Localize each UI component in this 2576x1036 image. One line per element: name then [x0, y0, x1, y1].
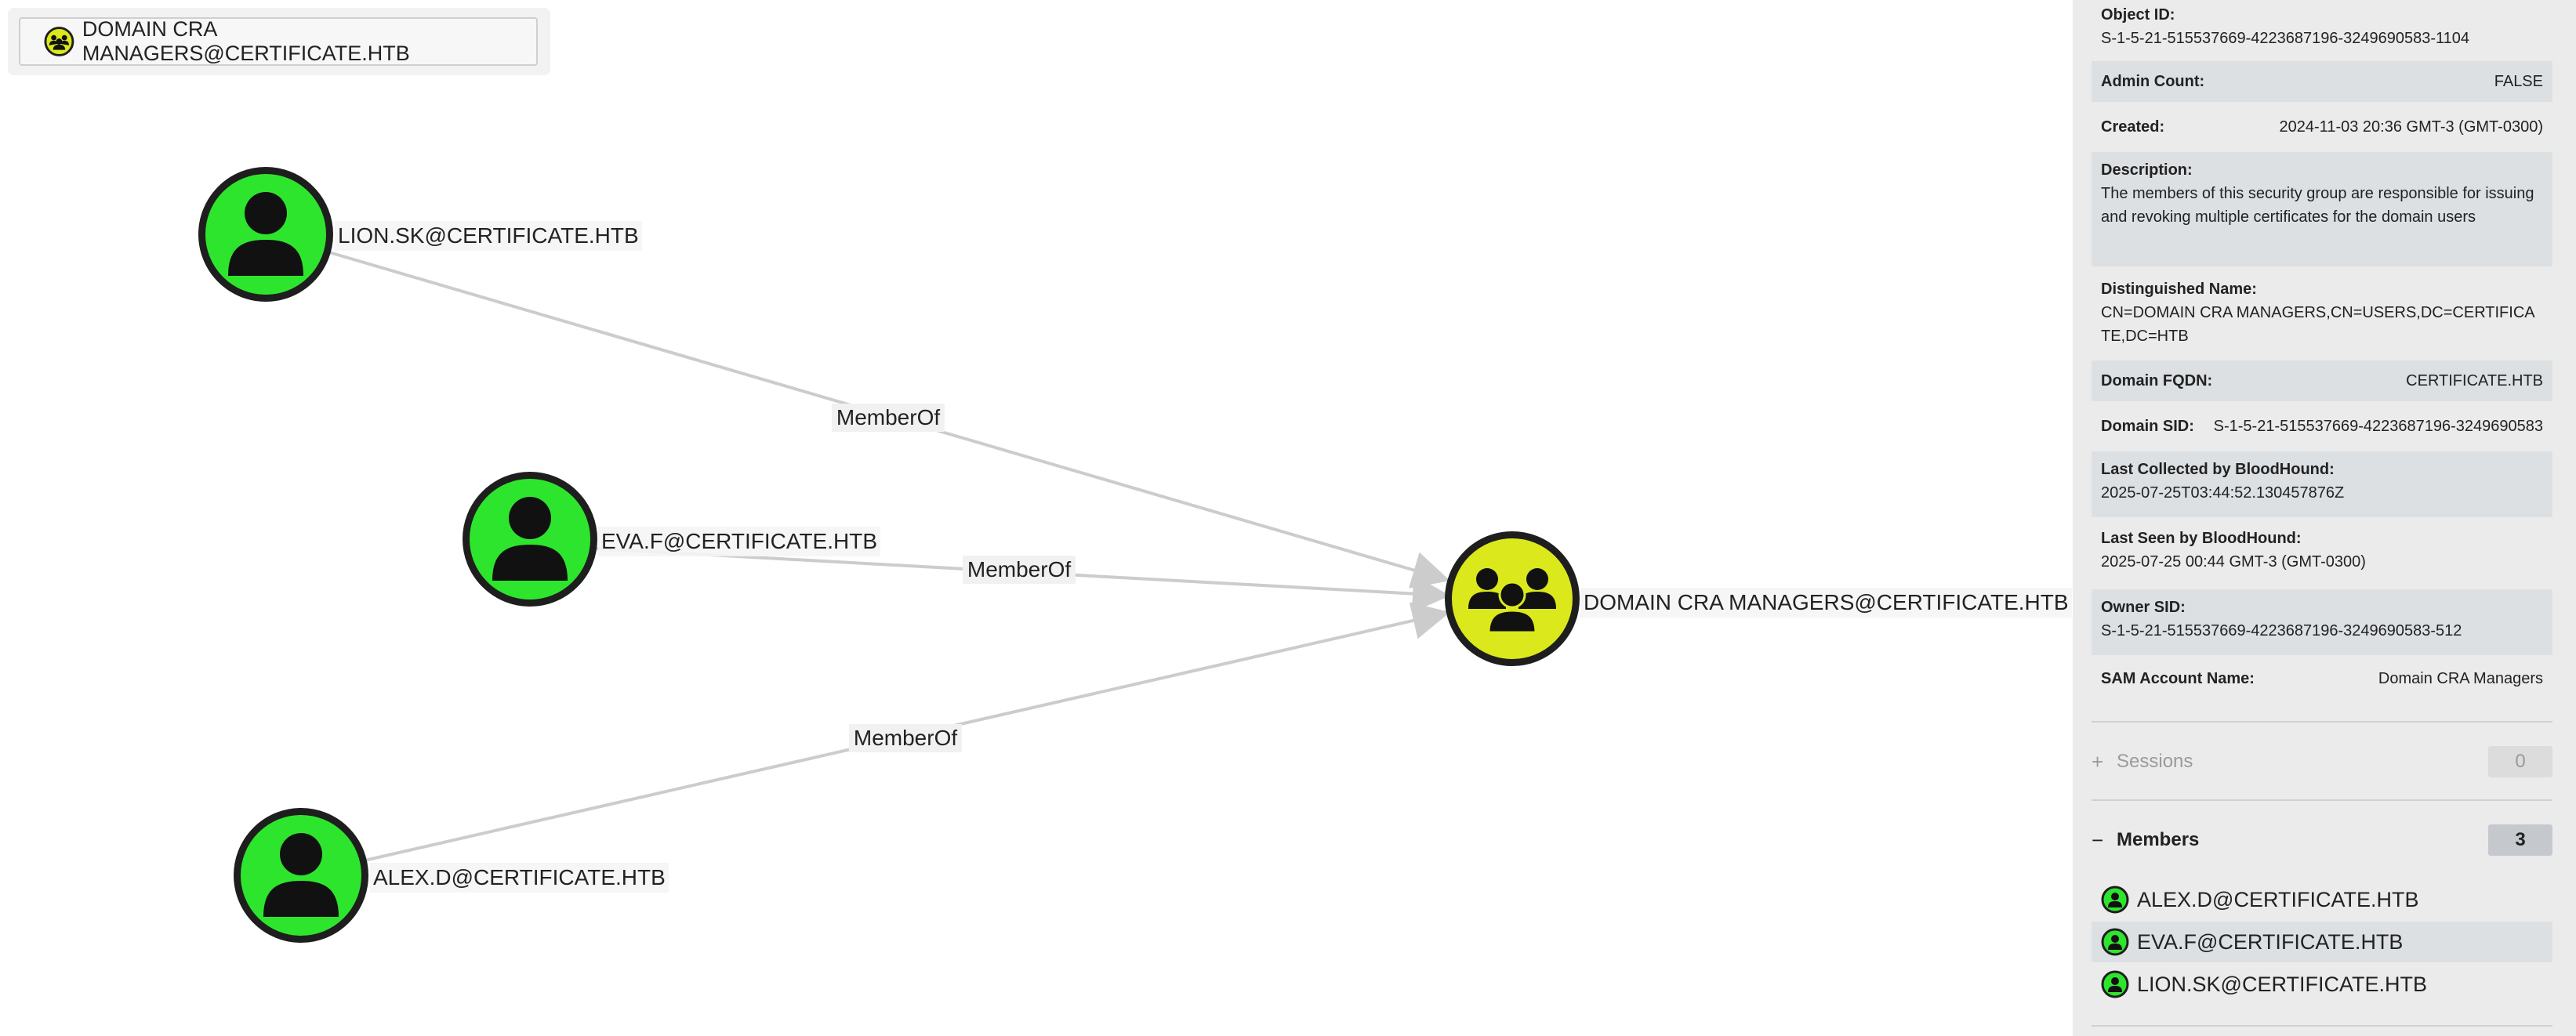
- prop-admin-count: Admin Count: FALSE: [2092, 61, 2552, 102]
- prop-last-seen: Last Seen by BloodHound: 2025-07-25 00:4…: [2092, 520, 2552, 586]
- user-icon: [2101, 928, 2129, 956]
- member-label: LION.SK@CERTIFICATE.HTB: [2137, 972, 2427, 996]
- prop-description: Description: The members of this securit…: [2092, 152, 2552, 266]
- search-value: DOMAIN CRA MANAGERS@CERTIFICATE.HTB: [82, 17, 410, 65]
- edge-label[interactable]: MemberOf: [848, 724, 963, 752]
- member-label: EVA.F@CERTIFICATE.HTB: [2137, 929, 2404, 954]
- divider: [2092, 721, 2552, 723]
- prop-key: Domain FQDN:: [2101, 372, 2213, 389]
- prop-key: Domain SID:: [2101, 418, 2194, 435]
- member-item[interactable]: LION.SK@CERTIFICATE.HTB: [2092, 964, 2552, 1005]
- node-label: EVA.F@CERTIFICATE.HTB: [598, 527, 881, 556]
- user-icon: [263, 833, 339, 917]
- prop-sam-account-name: SAM Account Name: Domain CRA Managers: [2092, 658, 2552, 699]
- user-node-circle[interactable]: [198, 167, 333, 302]
- prop-created: Created: 2024-11-03 20:36 GMT-3 (GMT-030…: [2092, 107, 2552, 147]
- sessions-title: Sessions: [2117, 751, 2193, 772]
- prop-value: 2025-07-25T03:44:52.130457876Z: [2101, 484, 2345, 502]
- prop-domain-sid: Domain SID: S-1-5-21-515537669-422368719…: [2092, 406, 2552, 447]
- prop-key: SAM Account Name:: [2101, 670, 2255, 687]
- user-icon: [228, 192, 303, 276]
- prop-key: Created:: [2101, 118, 2165, 136]
- node-label: DOMAIN CRA MANAGERS@CERTIFICATE.HTB: [1580, 588, 2072, 618]
- prop-key: Last Seen by BloodHound:: [2101, 530, 2302, 547]
- prop-value: FALSE: [2494, 73, 2543, 90]
- prop-value: The members of this security group are r…: [2101, 185, 2534, 226]
- group-icon: [1468, 568, 1556, 634]
- user-icon: [2101, 886, 2129, 914]
- search-container: DOMAIN CRA MANAGERS@CERTIFICATE.HTB: [8, 8, 550, 75]
- prop-distinguished-name: Distinguished Name: CN=DOMAIN CRA MANAGE…: [2092, 271, 2552, 353]
- graph-canvas[interactable]: MemberOf MemberOf MemberOf LION.SK@CERTI…: [0, 0, 2072, 1036]
- prop-owner-sid: Owner SID: S-1-5-21-515537669-4223687196…: [2092, 589, 2552, 655]
- prop-domain-fqdn: Domain FQDN: CERTIFICATE.HTB: [2092, 360, 2552, 401]
- prop-value: Domain CRA Managers: [2378, 670, 2543, 687]
- prop-value: S-1-5-21-515537669-4223687196-3249690583: [2213, 418, 2543, 435]
- node-label: ALEX.D@CERTIFICATE.HTB: [370, 863, 669, 893]
- group-icon: [44, 27, 74, 56]
- prop-value: S-1-5-21-515537669-4223687196-3249690583…: [2101, 622, 2462, 639]
- prop-key: Description:: [2101, 161, 2193, 179]
- prop-key: Last Collected by BloodHound:: [2101, 461, 2335, 478]
- members-count-badge: 3: [2488, 824, 2552, 856]
- prop-key: Distinguished Name:: [2101, 281, 2257, 298]
- prop-value: S-1-5-21-515537669-4223687196-3249690583…: [2101, 30, 2470, 47]
- user-icon: [2101, 970, 2129, 998]
- prop-key: Owner SID:: [2101, 599, 2186, 616]
- edge-label[interactable]: MemberOf: [831, 404, 945, 432]
- member-label: ALEX.D@CERTIFICATE.HTB: [2137, 887, 2419, 911]
- members-section-header[interactable]: − Members 3: [2092, 821, 2552, 859]
- prop-value: 2024-11-03 20:36 GMT-3 (GMT-0300): [2279, 118, 2543, 136]
- edge-label[interactable]: MemberOf: [962, 556, 1076, 584]
- member-item[interactable]: ALEX.D@CERTIFICATE.HTB: [2092, 879, 2552, 920]
- prop-value: CN=DOMAIN CRA MANAGERS,CN=USERS,DC=CERTI…: [2101, 304, 2535, 345]
- prop-key: Object ID:: [2101, 6, 2175, 24]
- user-node-circle[interactable]: [463, 472, 597, 607]
- prop-value: CERTIFICATE.HTB: [2406, 372, 2543, 389]
- group-node-circle[interactable]: [1445, 531, 1580, 666]
- members-title: Members: [2117, 829, 2200, 850]
- expand-icon[interactable]: +: [2092, 749, 2104, 773]
- divider: [2092, 1025, 2552, 1027]
- selected-node-search[interactable]: DOMAIN CRA MANAGERS@CERTIFICATE.HTB: [19, 17, 538, 66]
- entity-info-panel[interactable]: Object ID: S-1-5-21-515537669-4223687196…: [2073, 0, 2576, 1036]
- prop-object-id: Object ID: S-1-5-21-515537669-4223687196…: [2092, 2, 2552, 55]
- user-icon: [492, 497, 568, 581]
- prop-last-collected: Last Collected by BloodHound: 2025-07-25…: [2092, 451, 2552, 517]
- sessions-count-badge: 0: [2488, 746, 2552, 777]
- user-node-circle[interactable]: [234, 808, 368, 943]
- divider: [2092, 799, 2552, 801]
- prop-value: 2025-07-25 00:44 GMT-3 (GMT-0300): [2101, 553, 2366, 571]
- node-label: LION.SK@CERTIFICATE.HTB: [335, 221, 642, 251]
- sessions-section-header[interactable]: + Sessions 0: [2092, 743, 2552, 781]
- member-item[interactable]: EVA.F@CERTIFICATE.HTB: [2092, 922, 2552, 962]
- collapse-icon[interactable]: −: [2092, 828, 2104, 852]
- prop-key: Admin Count:: [2101, 73, 2205, 90]
